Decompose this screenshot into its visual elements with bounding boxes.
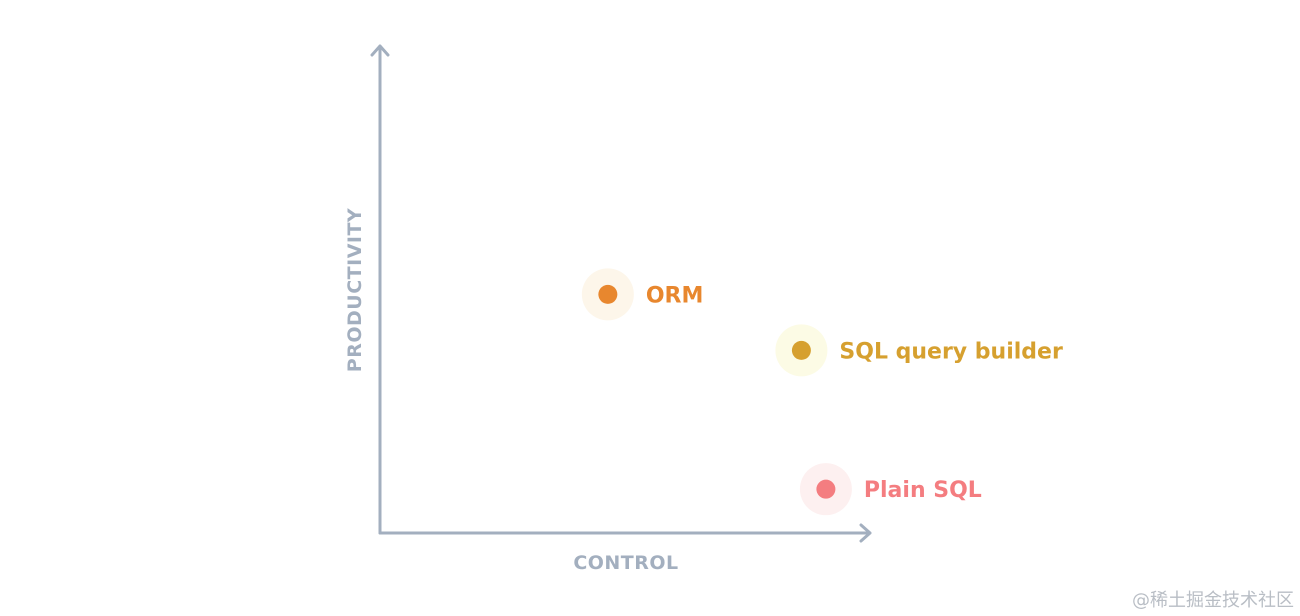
point-label-orm: ORM bbox=[646, 283, 704, 308]
point-label-sql-query-builder: SQL query builder bbox=[839, 339, 1063, 364]
x-axis-label: CONTROL bbox=[573, 552, 678, 574]
axes: CONTROL PRODUCTIVITY bbox=[344, 44, 872, 574]
watermark-text: @稀土掘金技术社区 bbox=[1132, 590, 1294, 611]
x-axis bbox=[378, 523, 872, 543]
point-plain-sql bbox=[816, 479, 836, 499]
y-axis-label: PRODUCTIVITY bbox=[344, 208, 366, 372]
point-orm bbox=[598, 284, 618, 304]
y-axis bbox=[370, 44, 390, 535]
point-label-plain-sql: Plain SQL bbox=[864, 478, 982, 503]
point-sql-query-builder bbox=[791, 340, 811, 360]
